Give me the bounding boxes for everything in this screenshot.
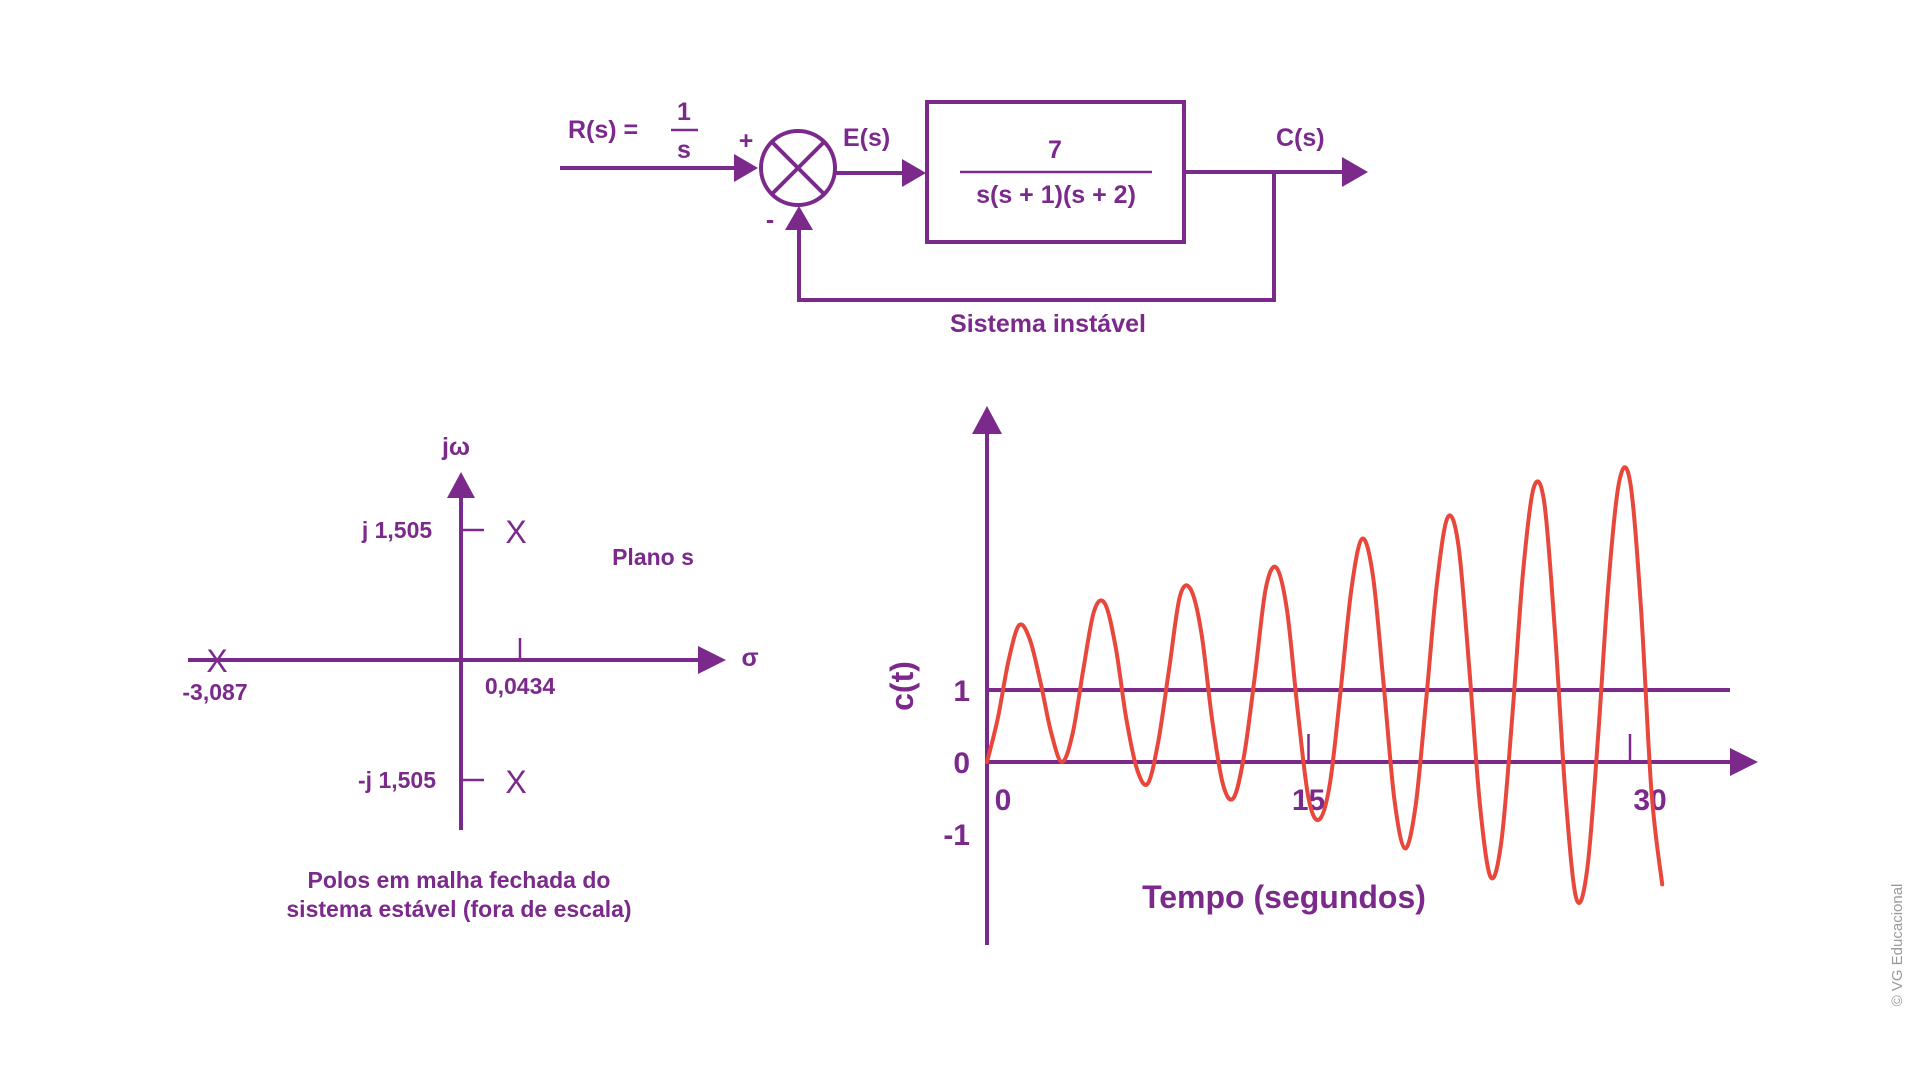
feedback-path — [797, 172, 1276, 302]
error-label: E(s) — [843, 124, 890, 152]
upper-pole-label: j 1,505 — [361, 517, 433, 543]
imag-axis-label: jω — [441, 433, 470, 461]
chart-xlabel: Tempo (segundos) — [1142, 879, 1426, 915]
tf-denominator: s(s + 1)(s + 2) — [976, 181, 1136, 209]
s-plane: jω σ Plano s j 1,505 X -j 1,505 X X -3,0… — [182, 433, 758, 922]
error-arrowhead — [902, 159, 926, 187]
input-frac-num: 1 — [677, 98, 691, 126]
y-ticks: 1 0 -1 — [943, 675, 970, 852]
real-part-label: 0,0434 — [485, 673, 556, 699]
tf-numerator: 7 — [1048, 136, 1062, 164]
series-response-line — [985, 465, 1665, 906]
y-tick-label-1: 0 — [953, 747, 970, 780]
y-tick-label-2: -1 — [943, 819, 970, 852]
feedback-arrowhead — [785, 206, 813, 230]
lower-pole-marker: X — [505, 764, 526, 800]
chart-ylabel: c(t) — [884, 661, 920, 711]
output-label: C(s) — [1276, 124, 1325, 152]
input-arrowhead — [734, 154, 758, 182]
real-axis-arrowhead — [698, 646, 726, 674]
copyright: © VG Educacional — [1889, 884, 1906, 1007]
plane-label: Plano s — [612, 544, 694, 570]
s-plane-caption-line1: Polos em malha fechada do — [308, 867, 611, 893]
real-axis-label: σ — [741, 644, 758, 672]
block-diagram-caption: Sistema instável — [950, 310, 1146, 338]
input-label: R(s) = — [568, 116, 638, 144]
output-arrowhead — [1342, 157, 1368, 187]
x-tick-label-0: 0 — [995, 784, 1012, 817]
chart-x-arrowhead — [1730, 748, 1758, 776]
s-plane-caption-line2: sistema estável (fora de escala) — [286, 896, 631, 922]
summing-junction — [759, 129, 837, 207]
upper-pole-marker: X — [505, 514, 526, 550]
input-frac-den: s — [677, 136, 691, 164]
y-tick-label-0: 1 — [953, 675, 970, 708]
real-pole-label: -3,087 — [182, 679, 247, 705]
real-pole-marker: X — [206, 643, 227, 679]
minus-sign: - — [766, 206, 774, 234]
plus-sign: + — [739, 127, 754, 155]
chart-y-arrowhead — [972, 406, 1002, 434]
block-diagram: R(s) = 1 s + - E(s) 7 s(s + 1)(s + 2) C(… — [560, 98, 1368, 338]
lower-pole-label: -j 1,505 — [358, 767, 436, 793]
imag-axis-arrowhead — [447, 472, 475, 498]
